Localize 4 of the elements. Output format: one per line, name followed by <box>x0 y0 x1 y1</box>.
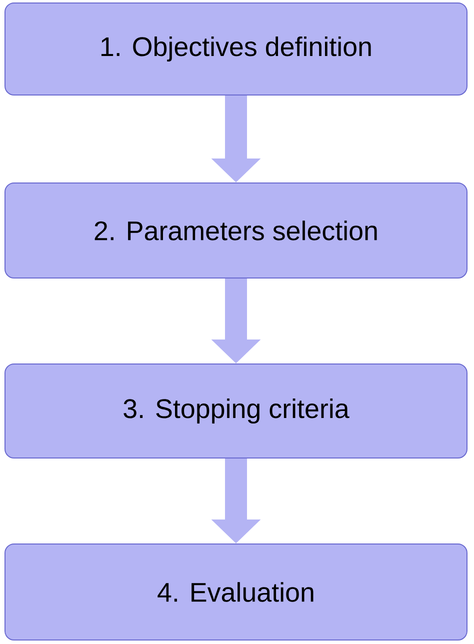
process-box: 4. Evaluation <box>4 544 468 640</box>
process-box: 1. Objectives definition <box>4 2 468 96</box>
process-box: 2. Parameters selection <box>4 182 468 278</box>
process-box: 3. Stopping criteria <box>4 364 468 458</box>
